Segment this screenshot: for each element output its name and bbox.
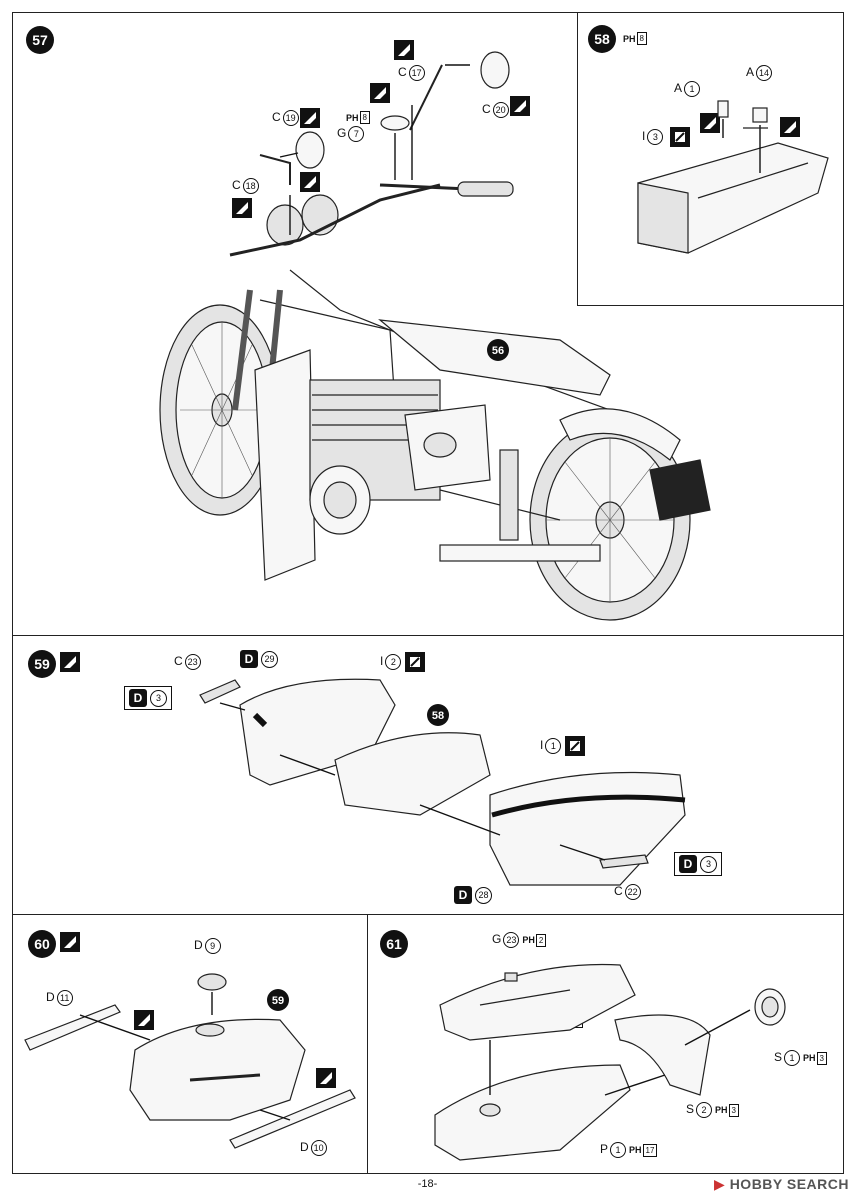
divider-top [12,635,844,636]
glue-icon [510,96,530,116]
paint-brush-icon [565,736,585,756]
step-58-reference: 58 [427,704,449,726]
paint-brush-icon [670,127,690,147]
svg-text:58: 58 [432,710,444,722]
glue-icon [780,117,800,137]
glue-icon [316,1068,336,1088]
paint-brush-icon [60,652,80,672]
step-58-number: 58 [588,25,616,53]
glue-icon [300,172,320,192]
step-61-number: 61 [380,930,408,958]
motorcycle-illustration: 56 [159,183,711,621]
glue-icon [394,40,414,60]
mirror-assembly [259,51,514,235]
svg-text:59: 59 [272,995,284,1007]
glue-icon [700,113,720,133]
glue-icon [370,83,390,103]
page-number: -18- [417,1178,438,1190]
mirror-c19 [295,131,325,169]
step-59-number: 59 [28,650,56,678]
step-57-number: 57 [26,26,54,54]
page-frame [12,12,844,1174]
fuel-tank-exploded-view: 58 [199,678,686,886]
mirror-c20 [480,51,510,89]
battery-box-assembly [637,100,829,254]
step-60-number: 60 [28,930,56,958]
glue-icon [300,108,320,128]
paint-brush-icon [405,652,425,672]
paint-brush-icon [60,932,80,952]
step-59-reference: 59 [267,989,289,1011]
divider-vertical-bottom [367,914,368,1174]
svg-text:56: 56 [492,345,504,357]
fuel-tank-knee-pads: 59 [24,973,356,1149]
step-57-panel: 57 [12,12,844,636]
step-56-reference: 56 [487,339,509,361]
glue-icon [134,1010,154,1030]
watermark: ▶ HOBBY SEARCH [714,1176,849,1192]
divider-middle [12,914,844,915]
glue-icon [232,198,252,218]
seat-assembly [434,963,786,1161]
